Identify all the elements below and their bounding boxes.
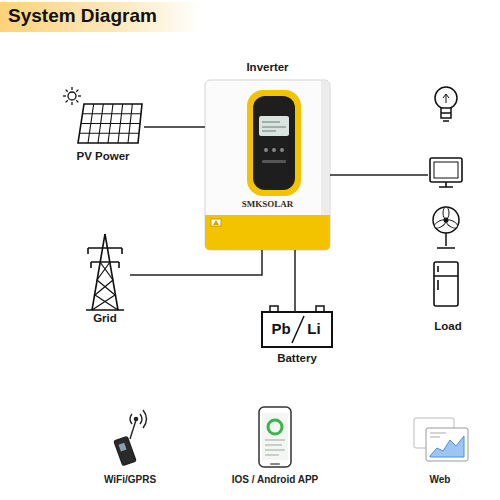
tv-icon-part <box>434 162 458 178</box>
component-label: Grid <box>65 312 145 325</box>
load-node: Load <box>428 80 468 335</box>
web-screens-icon-part <box>426 428 468 461</box>
inverter-unit-part <box>262 122 286 131</box>
battery-chemistry: Li <box>300 320 328 337</box>
tv-icon-part <box>430 158 462 182</box>
inverter-unit-part <box>262 160 286 163</box>
inverter-unit <box>205 80 330 250</box>
wifi-dongle-icon-part <box>114 436 136 465</box>
solar-panel-part <box>80 104 142 143</box>
grid-node: Grid <box>80 232 130 328</box>
web-screens-icon-part <box>430 433 446 437</box>
component-label: Battery <box>252 352 342 365</box>
phone-icon-part <box>259 407 291 467</box>
web-screens-icon <box>414 418 468 461</box>
power-cable <box>294 250 296 312</box>
battery-symbol-part <box>262 312 332 347</box>
tv-icon <box>430 158 462 187</box>
power-cable <box>130 250 262 275</box>
inverter-unit-part <box>247 90 301 196</box>
grid-pylon-part <box>92 262 118 310</box>
fridge-icon <box>434 262 458 306</box>
inverter-unit-part <box>280 148 284 152</box>
diagram-title: System Diagram <box>8 5 157 27</box>
wifi-dongle-icon-part <box>130 414 132 424</box>
sun-icon-part <box>63 87 81 105</box>
grid-pylon <box>86 234 124 310</box>
bulb-icon-part <box>443 94 449 103</box>
web-screens-icon-part <box>430 436 464 457</box>
pv-node: PV Power <box>62 86 144 164</box>
wifi-dongle-icon-part <box>119 443 127 452</box>
fridge-icon-part <box>434 262 458 306</box>
bulb-icon <box>435 87 457 121</box>
battery-node: PbLiBattery <box>262 312 332 347</box>
sun-icon-part-part <box>66 100 68 102</box>
inverter-unit-part <box>213 220 219 225</box>
inverter-unit-part <box>205 80 330 250</box>
phone-icon-part <box>265 440 285 455</box>
grid-pylon-part <box>88 248 122 268</box>
fan-icon-part <box>433 207 459 233</box>
component-label: Inverter <box>205 61 330 74</box>
fan-icon-part <box>444 218 448 222</box>
solar-panel-part-part <box>80 133 140 134</box>
phone-icon <box>259 407 291 467</box>
phone-icon-part <box>268 420 282 434</box>
grid-pylon-part <box>86 234 124 310</box>
sun-icon-part-part <box>76 100 78 102</box>
sun-icon-part-part <box>78 95 81 96</box>
fridge-icon-part <box>434 266 458 290</box>
solar-panel-part-part <box>83 113 142 114</box>
sun-icon-part-part <box>76 90 78 92</box>
sun-icon-part-part <box>66 90 68 92</box>
bulb-icon-part <box>435 87 457 109</box>
inverter-unit-part <box>259 116 289 136</box>
component-label: PV Power <box>62 150 144 163</box>
inverter-unit-part <box>211 219 221 226</box>
inverter-unit-part <box>264 148 268 152</box>
sun-icon-part-part <box>71 102 72 105</box>
inverter-unit-part <box>205 215 330 250</box>
power-cable <box>144 126 205 128</box>
grid-pylon-part <box>88 248 122 262</box>
tv-icon-part <box>439 182 453 187</box>
sun-icon <box>63 87 81 105</box>
wifi-dongle-icon-part <box>140 410 147 428</box>
phone-icon-part <box>270 463 280 465</box>
feature-label: Web <box>410 474 470 485</box>
sun-icon-part-part <box>71 87 72 90</box>
fan-icon <box>433 207 459 248</box>
solar-panel-part <box>78 104 142 143</box>
solar-panel-part-part <box>81 123 140 124</box>
feature-label: WiFi/GPRS <box>80 474 180 485</box>
fan-icon-part <box>437 233 455 248</box>
feature-label: IOS / Android APP <box>210 474 340 485</box>
inverter-unit-part <box>272 148 276 152</box>
inverter-box: InverterSMKSOLAR <box>205 80 330 250</box>
fan-icon-part <box>443 207 449 219</box>
wifi-dongle-icon-part <box>134 417 137 420</box>
power-cable <box>330 174 428 176</box>
sun-icon-part-part <box>63 95 66 96</box>
title-banner <box>0 2 200 32</box>
battery-chemistry: Pb <box>266 320 296 337</box>
bulb-icon-part <box>441 113 451 121</box>
solar-panel <box>78 104 142 143</box>
phone-icon-part <box>262 413 288 460</box>
component-label: Load <box>408 320 488 333</box>
inverter-unit-part <box>253 96 295 190</box>
battery-symbol <box>262 306 332 347</box>
battery-symbol-part <box>292 316 304 343</box>
brand-logo: SMKSOLAR <box>205 199 330 209</box>
title-banner-part <box>0 2 200 32</box>
sun-icon-part <box>68 92 76 100</box>
wifi-dongle-icon <box>114 410 147 466</box>
